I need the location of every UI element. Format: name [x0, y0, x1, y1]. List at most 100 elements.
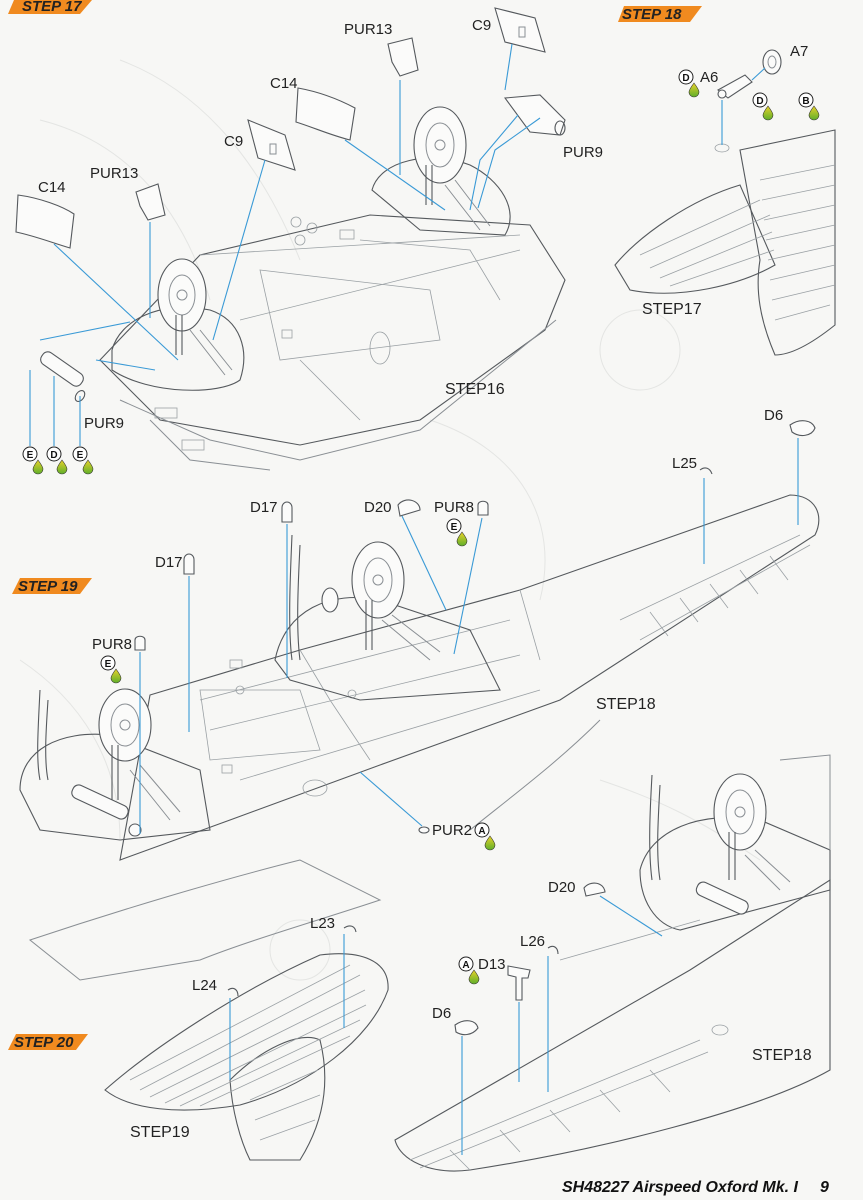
exhaust-pipe-left: [40, 351, 86, 402]
label-a6: A6: [700, 69, 718, 86]
part-pur2: [418, 826, 430, 834]
page-number: 9: [820, 1179, 829, 1196]
label-step17-ref: STEP17: [642, 301, 702, 318]
label-c14-a: C14: [270, 75, 298, 92]
step18-tailplane: [614, 129, 836, 356]
paint-callout-e-2: E: [72, 446, 94, 475]
paint-callout-e-1: E: [22, 446, 44, 475]
label-a7: A7: [790, 43, 808, 60]
svg-text:D: D: [756, 96, 763, 107]
paint-callout-a7-b: B: [798, 92, 820, 121]
label-pur9-b: PUR9: [84, 415, 124, 432]
part-d17-b: [183, 553, 195, 575]
label-d20-step20: D20: [548, 879, 576, 896]
step20-group: STEP 20: [8, 754, 831, 1172]
svg-text:D: D: [682, 73, 689, 84]
step20-wing: [394, 754, 831, 1172]
part-c9-a: [494, 7, 546, 53]
ghost-bleed: [19, 59, 761, 981]
part-l26: [547, 945, 559, 955]
label-step16-ref: STEP16: [445, 381, 505, 398]
paint-callout-pur8a-e: E: [446, 518, 468, 547]
part-d6-step19: [789, 420, 816, 437]
svg-text:E: E: [77, 450, 84, 461]
part-pur8-b: [134, 635, 146, 651]
paint-callout-pur8b-e: E: [100, 655, 122, 684]
paint-callout-d13-a: A: [458, 956, 480, 985]
svg-text:D: D: [50, 450, 57, 461]
step17-wing: [40, 94, 566, 471]
svg-text:A: A: [462, 960, 469, 971]
label-pur13-a: PUR13: [344, 21, 392, 38]
step20-tailplane: [104, 953, 389, 1161]
label-pur9-a: PUR9: [563, 144, 603, 161]
part-l24: [227, 987, 239, 997]
svg-text:A: A: [478, 826, 485, 837]
label-d6-step19: D6: [764, 407, 783, 424]
part-pur8-a: [477, 500, 489, 516]
label-d17-a: D17: [250, 499, 278, 516]
part-pur13-a: [387, 37, 419, 77]
step17-title: STEP 17: [22, 0, 82, 15]
pointer-a7: [751, 67, 766, 81]
step19-right-nacelle: [274, 534, 501, 701]
step18-flag: STEP 18: [618, 6, 702, 23]
step19-title: STEP 19: [18, 578, 78, 595]
step19-left-nacelle: [19, 688, 211, 841]
step18-title: STEP 18: [622, 6, 682, 23]
label-l24: L24: [192, 977, 217, 994]
label-c14-b: C14: [38, 179, 66, 196]
part-d13: [507, 965, 531, 1001]
label-l23: L23: [310, 915, 335, 932]
paint-callout-d-1: D: [46, 446, 68, 475]
part-c9-b: [247, 119, 296, 171]
footer: SH48227 Airspeed Oxford Mk. I 9: [562, 1179, 829, 1196]
label-pur13-b: PUR13: [90, 165, 138, 182]
part-c14-b: [15, 194, 75, 249]
step17-pointers: [29, 43, 541, 446]
part-pur13-b: [135, 183, 166, 221]
paint-callout-pur2-a: A: [474, 822, 496, 851]
part-a6: [717, 74, 753, 99]
label-d20-step19: D20: [364, 499, 392, 516]
part-c14-a: [295, 87, 356, 141]
part-d6-step20: [454, 1020, 479, 1036]
label-pur8-b: PUR8: [92, 636, 132, 653]
paint-callout-a6-d: D: [678, 69, 700, 98]
label-l25: L25: [672, 455, 697, 472]
label-step18-ref: STEP18: [596, 696, 656, 713]
part-d20-step19: [397, 499, 421, 517]
label-c9-b: C9: [224, 133, 243, 150]
svg-text:B: B: [802, 96, 809, 107]
step20-flag: STEP 20: [8, 1034, 88, 1051]
part-d20-step20: [583, 882, 606, 897]
label-c9-a: C9: [472, 17, 491, 34]
label-step19-ref: STEP19: [130, 1124, 190, 1141]
label-d13: D13: [478, 956, 506, 973]
svg-text:E: E: [451, 522, 458, 533]
step19-pointers: [139, 438, 799, 834]
part-a7: [762, 49, 782, 75]
label-pur8-a: PUR8: [434, 499, 474, 516]
step20-title: STEP 20: [14, 1034, 74, 1051]
label-d17-b: D17: [155, 554, 183, 571]
part-l25: [699, 467, 713, 475]
label-pur2: PUR2: [432, 822, 472, 839]
part-d17-a: [281, 501, 293, 523]
step18-group: STEP 18: [614, 6, 836, 356]
step17-flag: STEP 17: [8, 0, 92, 15]
part-l23: [343, 925, 357, 933]
footer-model-name: SH48227 Airspeed Oxford Mk. I: [562, 1179, 798, 1196]
paint-callout-a7-d: D: [752, 92, 774, 121]
exhaust-pipe-right: [503, 94, 566, 136]
label-d6-step20: D6: [432, 1005, 451, 1022]
svg-text:E: E: [27, 450, 34, 461]
step17-group: STEP 17: [8, 0, 603, 475]
step20-pointers: [229, 895, 663, 1155]
svg-text:E: E: [105, 659, 112, 670]
step19-group: STEP 19: [12, 407, 820, 981]
step19-flag: STEP 19: [12, 578, 92, 595]
label-step18-ref-b: STEP18: [752, 1047, 812, 1064]
